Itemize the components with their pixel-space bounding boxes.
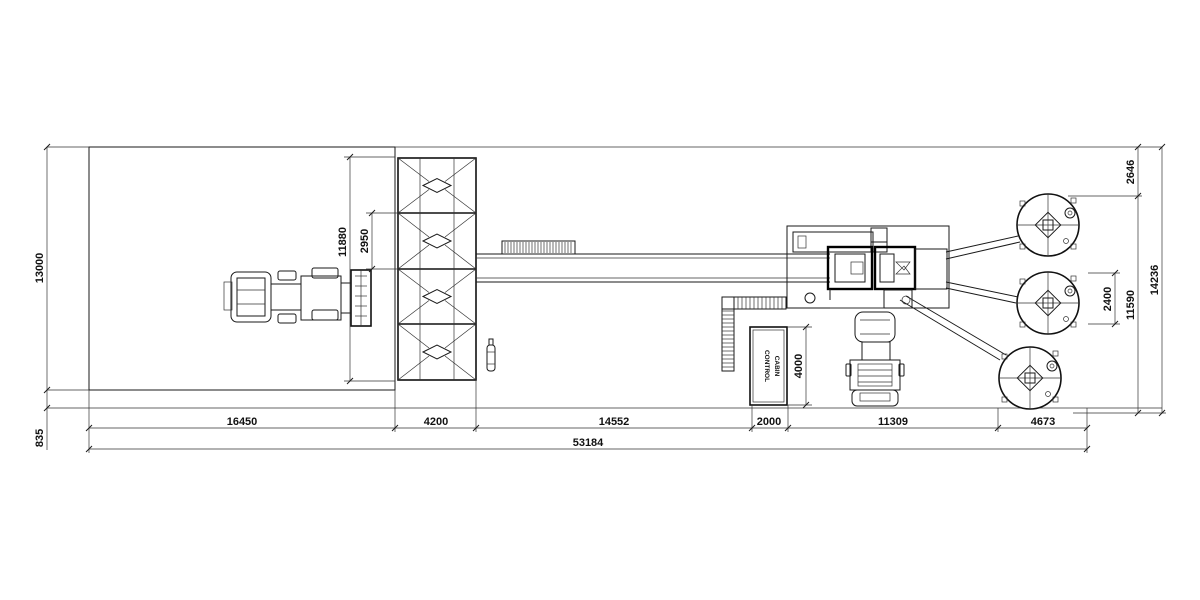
mixing-tower	[786, 225, 950, 309]
wheel-loader-icon	[223, 267, 372, 327]
dim-bin-pitch: 2950	[359, 229, 371, 253]
dim-overall-height: 14236	[1149, 265, 1161, 296]
dim-4200: 4200	[424, 416, 448, 428]
cement-silos	[998, 193, 1080, 410]
belt-conveyor	[476, 240, 830, 283]
dim-yard-inner: 11880	[337, 227, 349, 257]
dim-silo-top: 2646	[1125, 160, 1137, 184]
cement-silo-icon	[1016, 193, 1080, 257]
dimension-labels: 16450 4200 14552 2000 11309 4673 53184 1…	[34, 160, 1161, 449]
aggregate-bin-hopper	[397, 323, 477, 381]
fire-extinguisher-icon	[486, 338, 496, 372]
access-stairs	[721, 296, 787, 372]
control-cabin: CONTROL CABIN	[749, 326, 788, 406]
dim-silo-span: 11590	[1125, 290, 1137, 320]
aggregate-bin-hopper	[397, 268, 477, 325]
dim-left-height: 13000	[34, 253, 46, 284]
cement-silo-icon	[998, 346, 1062, 410]
dim-overall-length: 53184	[573, 437, 604, 449]
dim-2000: 2000	[757, 416, 781, 428]
control-cabin-label-2: CABIN	[773, 356, 780, 377]
dim-11309: 11309	[878, 416, 908, 428]
screw-conveyors	[899, 235, 1021, 361]
dim-silo-pitch: 2400	[1102, 287, 1114, 311]
dim-left-offset: 835	[34, 429, 46, 447]
dim-16450: 16450	[227, 416, 258, 428]
dim-14552: 14552	[599, 416, 630, 428]
mixer-truck-icon	[845, 311, 905, 407]
aggregate-yard	[47, 146, 1162, 409]
control-cabin-label-1: CONTROL	[763, 350, 770, 382]
aggregate-bin-hopper	[397, 157, 477, 214]
dimension-lines	[43, 143, 1166, 453]
aggregate-bins	[397, 157, 477, 381]
dim-cabin-height: 4000	[793, 354, 805, 378]
cement-silo-icon	[1016, 271, 1080, 335]
aggregate-bin-hopper	[397, 212, 477, 270]
dim-4673: 4673	[1031, 416, 1055, 428]
